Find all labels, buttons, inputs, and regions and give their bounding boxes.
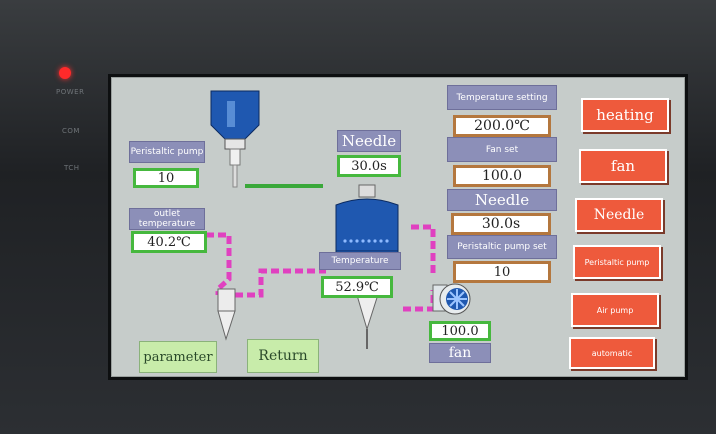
- cyclone-icon: [217, 288, 236, 341]
- automatic-button[interactable]: automatic: [569, 337, 655, 369]
- fan-label: fan: [429, 343, 491, 363]
- power-label: POWER: [56, 88, 85, 96]
- tch-label: TCH: [64, 164, 80, 172]
- needle-time-value: 30.0s: [337, 155, 401, 177]
- temperature-label: Temperature: [319, 252, 401, 270]
- fan-icon: [432, 283, 471, 315]
- return-button[interactable]: Return: [247, 339, 319, 373]
- needle-label: Needle: [337, 130, 401, 152]
- power-led: [59, 67, 71, 79]
- fan-set-label: Fan set: [447, 137, 557, 162]
- temperature-value: 52.9℃: [321, 276, 393, 298]
- temp-setting-input[interactable]: 200.0℃: [453, 115, 551, 137]
- heating-button[interactable]: heating: [581, 98, 669, 132]
- hopper-icon: [210, 90, 260, 188]
- air-pump-button[interactable]: Air pump: [571, 293, 659, 327]
- process-diagram: [206, 90, 471, 349]
- needle-set-label: Needle: [447, 189, 557, 211]
- outlet-temp-value: 40.2℃: [131, 231, 207, 253]
- parameter-button[interactable]: parameter: [139, 341, 217, 373]
- fan-set-input[interactable]: 100.0: [453, 165, 551, 187]
- peristaltic-pump-label: Peristaltic pump: [129, 141, 205, 163]
- needle-set-input[interactable]: 30.0s: [451, 213, 551, 235]
- fan-speed-value: 100.0: [429, 321, 491, 341]
- com-label: COM: [62, 127, 80, 135]
- touch-screen: Peristaltic pump 10 outlet temperature 4…: [108, 74, 688, 380]
- fan-button[interactable]: fan: [579, 149, 667, 183]
- pump-set-label: Peristaltic pump set: [447, 235, 557, 259]
- temp-setting-label: Temperature setting: [447, 85, 557, 110]
- pump-set-input[interactable]: 10: [453, 261, 551, 283]
- peristaltic-pump-value: 10: [133, 168, 199, 188]
- outlet-temp-label: outlet temperature: [129, 208, 205, 230]
- needle-button[interactable]: Needle: [575, 198, 663, 232]
- peristaltic-pump-button[interactable]: Peristaltic pump: [573, 245, 661, 279]
